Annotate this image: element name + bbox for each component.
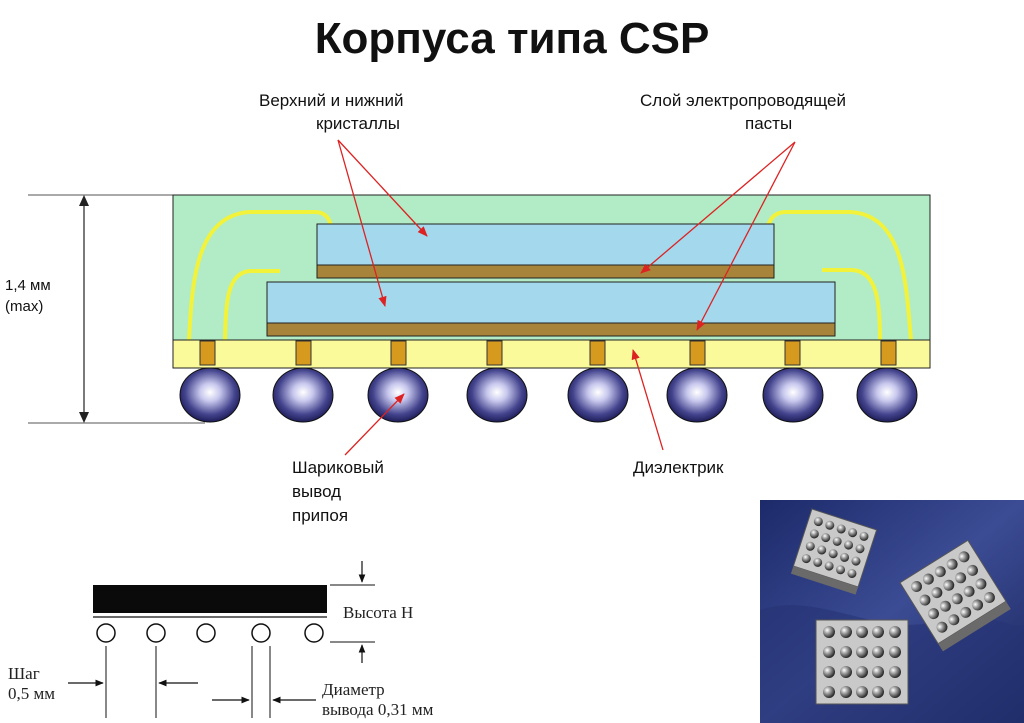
label-paste-line2: пасты bbox=[745, 114, 793, 133]
substrate-vias bbox=[199, 340, 897, 366]
bond-wires bbox=[187, 210, 913, 341]
dielectric-substrate bbox=[172, 339, 931, 369]
label-ball-line2: вывод bbox=[292, 482, 342, 501]
upper-die bbox=[316, 223, 775, 267]
drawing-balls bbox=[96, 623, 324, 643]
label-crystals-line2: кристаллы bbox=[316, 114, 400, 133]
drawing-package-body bbox=[93, 585, 327, 613]
lower-die bbox=[266, 281, 836, 325]
photo-package-2 bbox=[899, 539, 1011, 652]
callout-arrows bbox=[337, 139, 796, 456]
label-height-max: (max) bbox=[5, 298, 44, 315]
label-diameter-line1: Диаметр bbox=[322, 680, 385, 699]
solder-balls bbox=[179, 367, 918, 423]
label-diameter-line2: вывода 0,31 мм bbox=[322, 700, 434, 719]
photo-package-1 bbox=[790, 508, 878, 595]
lower-paste-layer bbox=[266, 322, 836, 337]
label-height-value: 1,4 мм bbox=[5, 277, 51, 294]
label-pitch-line1: Шаг bbox=[8, 664, 40, 683]
label-dielectric: Диэлектрик bbox=[633, 458, 724, 477]
page-title: Корпуса типа CSP bbox=[314, 14, 710, 63]
photo-package-3 bbox=[815, 619, 909, 705]
label-crystals-line1: Верхний и нижний bbox=[259, 91, 404, 110]
label-height-h: Высота Н bbox=[343, 603, 414, 622]
dimension-drawing bbox=[68, 561, 375, 718]
label-pitch-line2: 0,5 мм bbox=[8, 684, 56, 703]
label-ball-line3: припоя bbox=[292, 506, 349, 525]
label-ball-line1: Шариковый bbox=[292, 458, 384, 477]
height-dimension bbox=[28, 194, 205, 424]
label-paste-line1: Слой электропроводящей bbox=[640, 91, 846, 110]
upper-paste-layer bbox=[316, 264, 775, 279]
csp-photo bbox=[760, 500, 1024, 723]
